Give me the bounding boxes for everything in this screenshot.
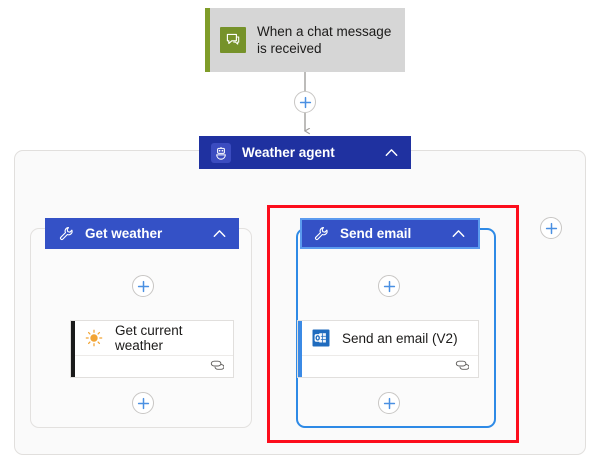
card-accent-bar bbox=[71, 321, 75, 377]
branch-header-send-email[interactable]: Send email bbox=[300, 218, 480, 249]
add-step-in-send-email-bottom-button[interactable] bbox=[378, 392, 400, 414]
plus-icon bbox=[137, 397, 149, 409]
branch-header-get-weather[interactable]: Get weather bbox=[45, 218, 239, 249]
branch-title: Send email bbox=[340, 226, 412, 241]
plus-icon bbox=[137, 280, 149, 292]
action-card-row: Get current weather bbox=[71, 321, 233, 356]
teams-chat-icon bbox=[220, 27, 246, 53]
comment-link-icon[interactable] bbox=[210, 358, 225, 376]
sun-icon bbox=[85, 329, 103, 347]
trigger-title: When a chat message is received bbox=[257, 24, 392, 56]
plus-icon bbox=[383, 397, 395, 409]
action-card-title: Send an email (V2) bbox=[342, 330, 458, 346]
trigger-card-when-a-chat-message-is-received[interactable]: When a chat message is received bbox=[205, 8, 405, 72]
outlook-icon bbox=[312, 329, 330, 347]
add-step-after-trigger-button[interactable] bbox=[294, 91, 316, 113]
chevron-up-icon[interactable] bbox=[213, 229, 226, 238]
add-branch-button[interactable] bbox=[540, 217, 562, 239]
agent-title: Weather agent bbox=[242, 145, 335, 160]
add-step-in-get-weather-top-button[interactable] bbox=[132, 275, 154, 297]
branch-title: Get weather bbox=[85, 226, 163, 241]
chevron-up-icon[interactable] bbox=[385, 148, 398, 157]
action-card-row: Send an email (V2) bbox=[298, 321, 478, 356]
plus-icon bbox=[383, 280, 395, 292]
action-card-footer bbox=[71, 356, 233, 377]
wrench-icon bbox=[314, 226, 329, 241]
wrench-icon bbox=[59, 226, 74, 241]
chevron-up-icon[interactable] bbox=[452, 229, 465, 238]
agent-header-weather-agent[interactable]: Weather agent bbox=[199, 136, 411, 169]
add-step-in-get-weather-bottom-button[interactable] bbox=[132, 392, 154, 414]
add-step-in-send-email-top-button[interactable] bbox=[378, 275, 400, 297]
robot-icon bbox=[211, 142, 231, 163]
action-card-get-current-weather[interactable]: Get current weather bbox=[70, 320, 234, 378]
action-card-footer bbox=[298, 356, 478, 377]
comment-link-icon[interactable] bbox=[455, 358, 470, 376]
card-accent-bar bbox=[298, 321, 302, 377]
plus-icon bbox=[545, 222, 557, 234]
action-card-send-an-email-v2[interactable]: Send an email (V2) bbox=[297, 320, 479, 378]
action-card-title: Get current weather bbox=[115, 323, 183, 353]
plus-icon bbox=[299, 96, 311, 108]
